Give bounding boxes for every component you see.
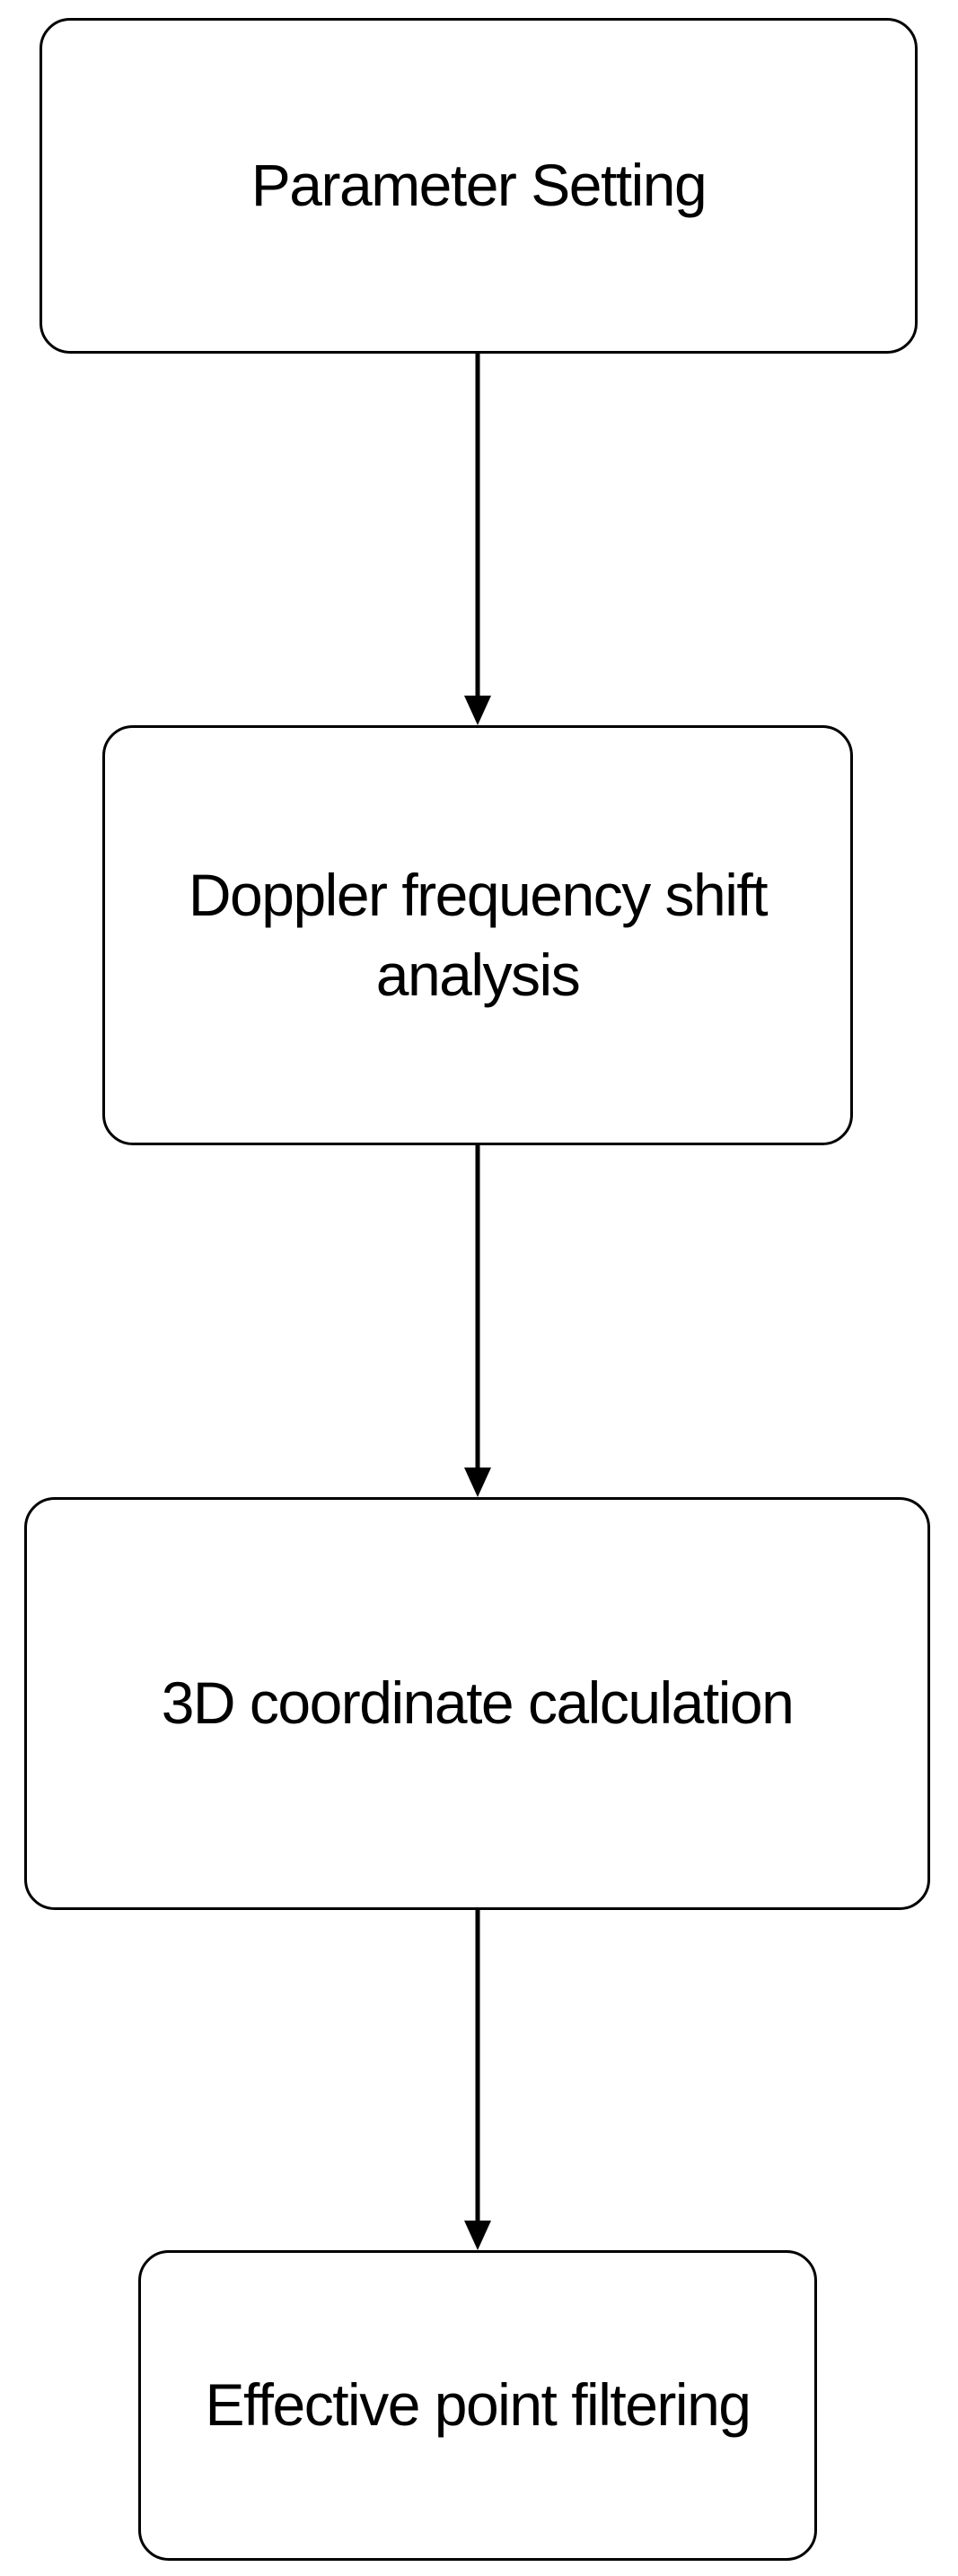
step-coordinate-calculation: 3D coordinate calculation	[24, 1497, 930, 1910]
step-doppler-analysis: Doppler frequency shift analysis	[102, 725, 853, 1145]
step-label: Doppler frequency shift analysis	[188, 861, 769, 1008]
step-label: Parameter Setting	[250, 152, 708, 219]
step-label: Effective point filtering	[205, 2371, 751, 2439]
step-label: 3D coordinate calculation	[161, 1669, 795, 1737]
arrow-1	[464, 354, 491, 725]
arrow-3	[464, 1910, 491, 2250]
arrow-2	[464, 1145, 491, 1497]
step-point-filtering: Effective point filtering	[138, 2250, 817, 2561]
step-parameter-setting: Parameter Setting	[40, 18, 918, 354]
